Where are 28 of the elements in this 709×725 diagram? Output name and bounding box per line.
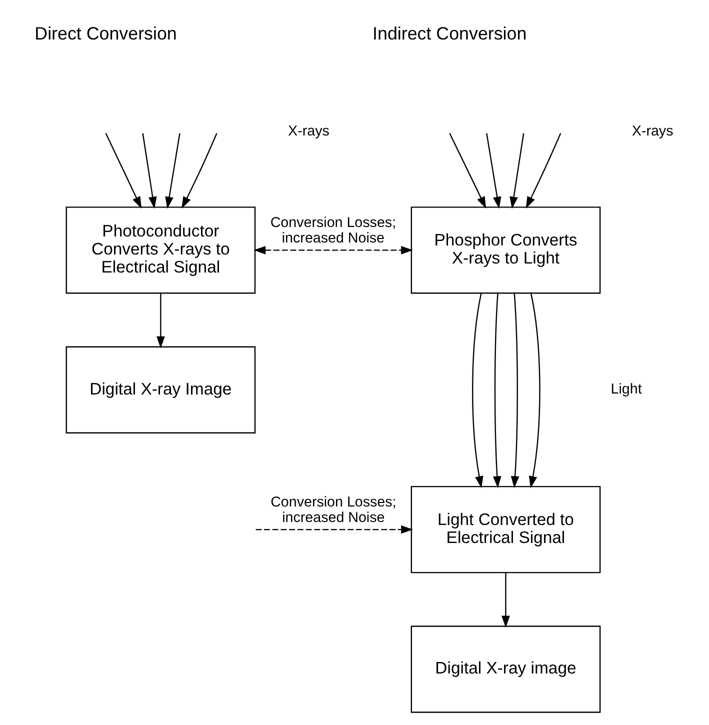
arrow: [142, 132, 156, 208]
arrow: [510, 292, 519, 488]
node-box: Photoconductor Converts X-rays to Electrical Signal: [65, 206, 256, 294]
label: Indirect Conversion: [372, 22, 526, 43]
arrow: [525, 132, 561, 208]
label: Direct Conversion: [34, 22, 176, 43]
node-box: Digital X-ray image: [410, 625, 600, 712]
arrow: [509, 132, 524, 208]
arrow: [255, 524, 413, 534]
label: X-rays: [631, 123, 673, 140]
arrow: [486, 132, 501, 208]
arrow: [528, 292, 540, 488]
arrow: [501, 572, 510, 628]
node-box: Digital X-ray Image: [65, 346, 256, 433]
node-box: Light Converted to Electrical Signal: [410, 485, 600, 573]
edge-label: Conversion Losses; increased Noise: [270, 214, 396, 246]
arrow: [156, 292, 164, 348]
node-box: Phosphor Converts X-rays to Light: [410, 206, 600, 294]
label: X-rays: [288, 123, 329, 140]
arrow: [104, 132, 142, 208]
arrow: [253, 245, 412, 254]
arrow: [448, 132, 486, 208]
arrow: [472, 292, 483, 488]
arrow: [181, 132, 217, 208]
arrow: [164, 132, 180, 208]
edge-label: Conversion Losses; increased Noise: [270, 494, 396, 526]
label: Light: [610, 381, 642, 398]
arrow: [492, 292, 501, 488]
